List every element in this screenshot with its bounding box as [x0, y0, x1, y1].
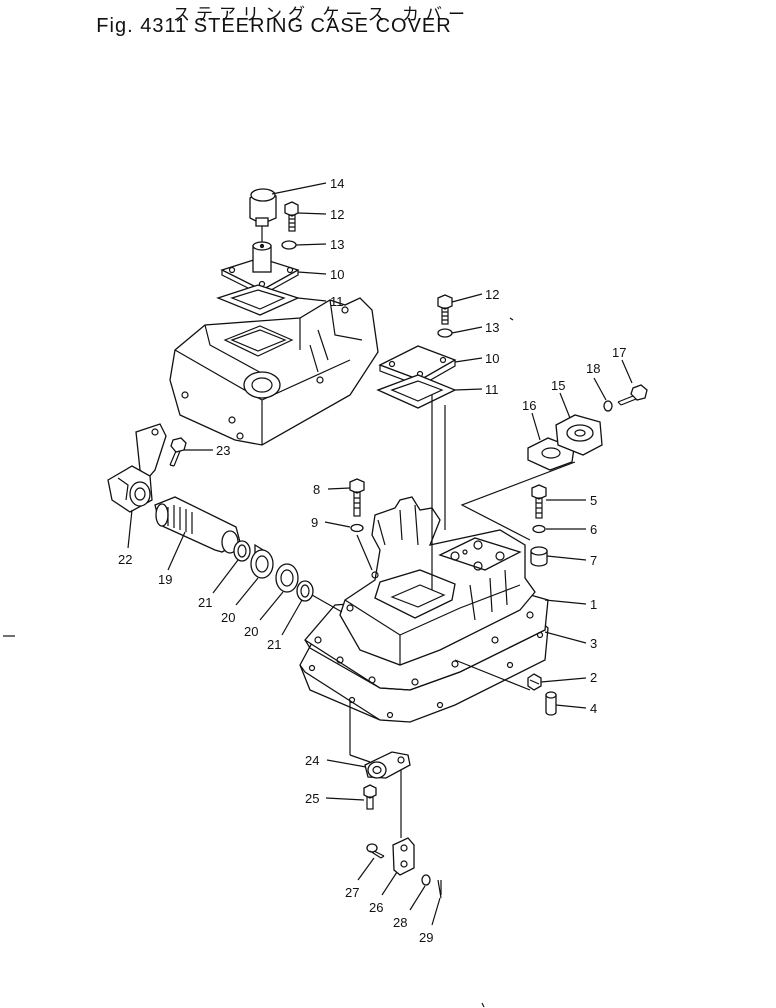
- callout-18: 18: [586, 361, 600, 376]
- part-20-bushing-a: [250, 543, 274, 579]
- callout-11: 11: [330, 294, 344, 309]
- callout-29: 29: [419, 930, 433, 945]
- callout-8: 8: [313, 482, 320, 497]
- callout-17: 17: [612, 345, 626, 360]
- leader-line: [460, 461, 576, 541]
- callout-11: 11: [485, 382, 499, 397]
- part-13-washer-b: [437, 328, 453, 338]
- part-2-plug: [527, 673, 542, 691]
- callout-3: 3: [590, 636, 597, 651]
- callout-10: 10: [330, 267, 344, 282]
- leader-line: [311, 594, 343, 613]
- part-5-bolt: [531, 484, 547, 519]
- part-6-washer: [532, 524, 546, 534]
- part-15-cover: [555, 414, 603, 456]
- callout-1: 1: [590, 597, 597, 612]
- scan-mark: [509, 317, 514, 321]
- callout-24: 24: [305, 753, 319, 768]
- callout-21: 21: [267, 637, 281, 652]
- callout-12: 12: [485, 287, 499, 302]
- part-27-pin: [366, 843, 385, 859]
- callouts: 14 12 13 10 11 12 13 10 11 17 18 15 16 2…: [118, 176, 633, 945]
- part-26-link: [392, 837, 415, 876]
- leader-line: [454, 659, 531, 691]
- part-11-gasket-a: [216, 284, 300, 316]
- part-14-switch: [249, 188, 277, 250]
- part-23-bolt: [169, 437, 187, 467]
- part-11-gasket-b: [376, 374, 457, 409]
- part-19-shaft: [154, 496, 241, 554]
- callout-10: 10: [485, 351, 499, 366]
- part-22-lever: [107, 423, 167, 513]
- callout-20: 20: [244, 624, 258, 639]
- diagram-title: Fig. 4311 STEERING CASE COVER: [96, 15, 452, 37]
- part-10-cover-a: [220, 241, 300, 296]
- callout-28: 28: [393, 915, 407, 930]
- part-24-lever: [364, 751, 411, 779]
- callout-13: 13: [485, 320, 499, 335]
- part-12-bolt-b: [437, 294, 453, 325]
- callout-21: 21: [198, 595, 212, 610]
- part-18-washer: [603, 400, 613, 412]
- callout-23: 23: [216, 443, 230, 458]
- part-21-oil-seal-a: [233, 540, 251, 562]
- part-7-bushing: [530, 546, 548, 567]
- steering-case-main: [299, 496, 549, 723]
- callout-14: 14: [330, 176, 344, 191]
- part-4-dowel-pin: [545, 691, 557, 716]
- diagram-title-japanese: ステアリング ケース カバー: [173, 5, 471, 25]
- callout-7: 7: [590, 553, 597, 568]
- callout-6: 6: [590, 522, 597, 537]
- leader-line: [356, 534, 373, 571]
- callout-26: 26: [369, 900, 383, 915]
- scan-mark: [481, 1002, 485, 1008]
- part-21-oil-seal-b: [296, 580, 314, 602]
- part-20-bushing-b: [275, 563, 299, 593]
- callout-20: 20: [221, 610, 235, 625]
- callout-22: 22: [118, 552, 132, 567]
- part-12-bolt-a: [284, 201, 299, 232]
- part-17-bolt: [617, 384, 648, 406]
- callout-2: 2: [590, 670, 597, 685]
- part-8-bolt: [349, 478, 365, 517]
- callout-4: 4: [590, 701, 597, 716]
- leader-line: [349, 754, 371, 763]
- callout-19: 19: [158, 572, 172, 587]
- callout-25: 25: [305, 791, 319, 806]
- part-25-bolt: [363, 784, 377, 810]
- callout-5: 5: [590, 493, 597, 508]
- callout-16: 16: [522, 398, 536, 413]
- part-28-washer: [421, 874, 431, 886]
- callout-12: 12: [330, 207, 344, 222]
- part-9-washer: [350, 523, 364, 533]
- callout-15: 15: [551, 378, 565, 393]
- part-13-washer-a: [281, 240, 297, 250]
- callout-27: 27: [345, 885, 359, 900]
- callout-13: 13: [330, 237, 344, 252]
- steering-case-upper-view: [169, 297, 379, 446]
- part-29-cotter-pin: [437, 879, 442, 899]
- callout-9: 9: [311, 515, 318, 530]
